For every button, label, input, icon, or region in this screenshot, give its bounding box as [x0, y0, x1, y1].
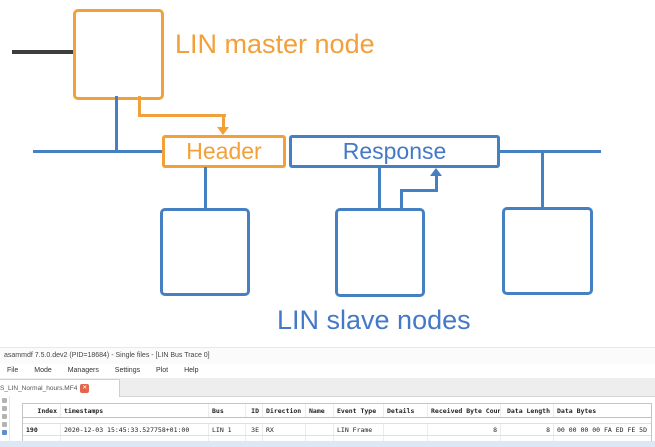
master-bus-connector-line: [115, 96, 118, 153]
slave-nodes-label: LIN slave nodes: [277, 305, 471, 335]
right-slave-node-box: [502, 207, 593, 295]
col-data-bytes[interactable]: Data Bytes: [557, 407, 597, 415]
right-slave-connector-line: [541, 152, 544, 207]
window-title-bar: asammdf 7.5.0.dev2 (PID=18684) - Single …: [0, 348, 655, 364]
cell-index: 190: [23, 424, 61, 435]
toolbar-icon[interactable]: [2, 414, 7, 419]
col-direction[interactable]: Direction: [263, 404, 306, 417]
response-frame-box: Response: [289, 135, 500, 168]
col-received-byte-count[interactable]: Received Byte Count: [428, 404, 501, 417]
table-row[interactable]: 190 2020-12-03 15:45:33.527758+01:00 LIN…: [23, 424, 651, 436]
window-title: asammdf 7.5.0.dev2 (PID=18684) - Single …: [4, 352, 210, 359]
menu-managers[interactable]: Managers: [67, 367, 99, 374]
col-bus[interactable]: Bus: [209, 404, 246, 417]
toolbar-icon[interactable]: [2, 406, 7, 411]
asammdf-window: asammdf 7.5.0.dev2 (PID=18684) - Single …: [0, 347, 655, 447]
side-toolbar: [0, 396, 10, 441]
left-slave-connector-line: [204, 167, 207, 208]
cell-event-type: LIN Frame: [334, 424, 384, 435]
response-arrowhead-icon: [430, 168, 442, 176]
menu-settings[interactable]: Settings: [114, 367, 141, 374]
menu-help[interactable]: Help: [184, 367, 199, 374]
cell-data-length: 8: [501, 424, 554, 435]
file-tab-label: S_LIN_Normal_hours.MF4: [0, 385, 78, 392]
toolbar-icon[interactable]: [2, 422, 7, 427]
file-tab-bar: S_LIN_Normal_hours.MF4 ✕: [0, 378, 655, 397]
cell-received-byte-count: 8: [428, 424, 501, 435]
bus-line-right: [498, 150, 601, 153]
left-slave-node-box: [160, 208, 250, 296]
incoming-wire-line: [12, 50, 73, 54]
menu-bar: File Mode Managers Settings Plot Help: [0, 364, 655, 378]
header-arrow-segment-horizontal: [138, 114, 226, 117]
col-id[interactable]: ID: [246, 404, 263, 417]
lin-trace-table: Index timestamps Bus ID Direction Name E…: [22, 403, 652, 444]
response-arrow-segment-vertical1: [400, 189, 403, 208]
header-frame-box: Header: [162, 135, 286, 168]
response-arrow-segment-horizontal: [400, 189, 438, 192]
cell-bus: LIN 1: [209, 424, 246, 435]
window-bottom-edge: [0, 441, 655, 447]
header-arrow-segment-vertical1: [138, 96, 141, 117]
toolbar-icon[interactable]: [2, 398, 7, 403]
header-frame-label: Header: [186, 138, 262, 164]
table-row-clipped[interactable]: 2020-12-03 15:45:33.527758+01:00 LIN 1 3…: [23, 418, 651, 424]
middle-slave-connector-line: [378, 167, 381, 208]
cell-direction: RX: [263, 424, 306, 435]
col-index[interactable]: Index: [23, 404, 61, 417]
response-frame-label: Response: [342, 138, 447, 164]
cell-name: [306, 424, 334, 435]
header-arrowhead-icon: [217, 127, 229, 135]
col-timestamps[interactable]: timestamps: [61, 404, 209, 417]
table-empty-row: [23, 436, 651, 443]
cell-id: 3E: [246, 424, 263, 435]
col-details[interactable]: Details: [384, 404, 428, 417]
table-header-row: Index timestamps Bus ID Direction Name E…: [23, 404, 651, 418]
cell-timestamps: 2020-12-03 15:45:33.527758+01:00: [61, 424, 209, 435]
menu-file[interactable]: File: [7, 367, 19, 374]
response-arrow-segment-vertical2: [435, 176, 438, 191]
header-arrow-segment-vertical2: [222, 114, 225, 128]
toolbar-icon[interactable]: [2, 430, 7, 435]
bus-line-left: [33, 150, 164, 153]
middle-slave-node-box: [335, 208, 425, 297]
menu-mode[interactable]: Mode: [34, 367, 52, 374]
menu-plot[interactable]: Plot: [156, 367, 169, 374]
tab-close-icon[interactable]: ✕: [80, 384, 90, 393]
cell-details: [384, 424, 428, 435]
master-node-box: [73, 9, 164, 100]
file-tab[interactable]: S_LIN_Normal_hours.MF4 ✕: [0, 379, 120, 397]
col-data-length[interactable]: Data Length: [501, 404, 554, 417]
master-node-label: LIN master node: [175, 29, 375, 59]
col-name[interactable]: Name: [306, 404, 334, 417]
cell-data-bytes: 00 00 00 00 FA ED FE 5D: [557, 426, 648, 434]
col-event-type[interactable]: Event Type: [334, 404, 384, 417]
